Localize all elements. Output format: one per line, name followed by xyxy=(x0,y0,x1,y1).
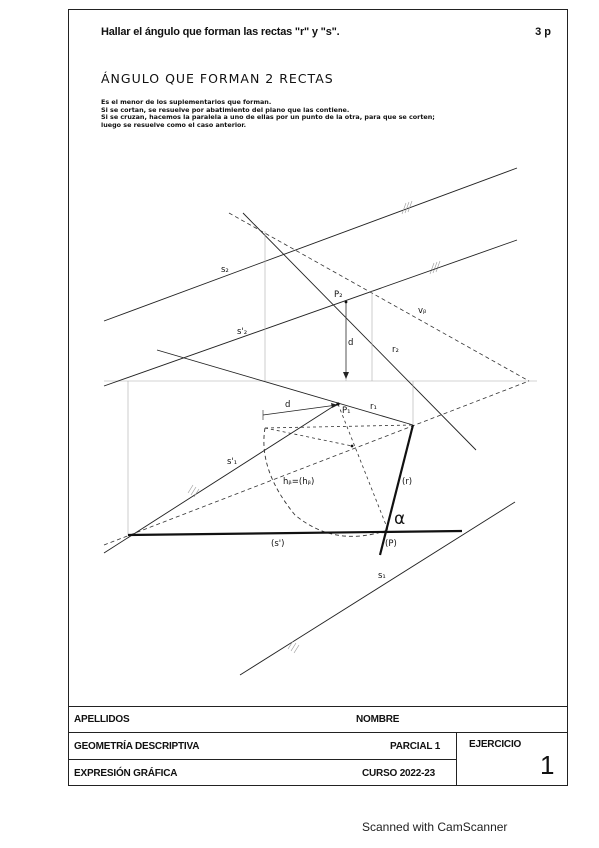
label-alpha: α xyxy=(394,509,405,529)
line-r2 xyxy=(242,212,477,451)
divider xyxy=(456,732,457,786)
line-r-rabatted xyxy=(378,424,415,556)
arrow-head xyxy=(331,403,338,408)
label-s2-prime: s'₂ xyxy=(237,327,247,337)
label-P-rabatted: (P) xyxy=(385,539,397,549)
label-r1: r₁ xyxy=(370,402,377,412)
line-s2 xyxy=(103,167,518,322)
label-s-rabatted: (s') xyxy=(271,539,284,549)
label-hp: hᵦ=(hᵦ) xyxy=(283,477,314,487)
field-apellidos: APELLIDOS xyxy=(74,714,130,725)
arrow-head xyxy=(343,372,349,379)
tick-marks xyxy=(401,200,441,275)
field-area: EXPRESIÓN GRÁFICA xyxy=(74,768,178,779)
field-parcial: PARCIAL 1 xyxy=(390,741,441,752)
line-r1 xyxy=(156,349,414,426)
section-title: ÁNGULO QUE FORMAN 2 RECTAS xyxy=(101,71,334,86)
point-P2 xyxy=(344,300,348,304)
field-ejercicio-label: EJERCICIO xyxy=(469,739,522,750)
label-d-vertical: d xyxy=(348,338,353,348)
field-nombre: NOMBRE xyxy=(356,714,400,725)
exercise-number: 1 xyxy=(540,750,555,780)
title-block: APELLIDOS NOMBRE GEOMETRÍA DESCRIPTIVA P… xyxy=(68,706,568,786)
point-P1 xyxy=(336,402,340,406)
description-line: Si se cortan, se resuelve por abatimient… xyxy=(101,105,350,114)
plane-vertical-trace xyxy=(228,212,530,382)
description-line: Es el menor de los suplementarios que fo… xyxy=(101,98,272,106)
row-names: APELLIDOS NOMBRE xyxy=(68,706,568,732)
line-s-rabatted xyxy=(127,529,463,537)
dimension-d-horizontal xyxy=(262,404,338,416)
row-subject: GEOMETRÍA DESCRIPTIVA PARCIAL 1 EJERCICI… xyxy=(68,732,568,758)
line-s1 xyxy=(239,501,516,676)
exercise-sheet: Hallar el ángulo que forman las rectas "… xyxy=(68,9,568,786)
line-s2-prime xyxy=(103,239,518,387)
label-s1-prime: s'₁ xyxy=(227,457,237,467)
plane-horizontal-trace xyxy=(103,380,530,546)
line-s1-prime xyxy=(103,403,338,554)
construction-line xyxy=(264,424,414,429)
label-vp: vᵦ xyxy=(418,306,427,316)
label-s2: s₂ xyxy=(221,265,229,275)
construction-line xyxy=(264,427,353,447)
tick-marks xyxy=(187,484,300,654)
description-line: luego se resuelve como el caso anterior. xyxy=(101,120,247,129)
label-r2: r₂ xyxy=(392,345,399,355)
exercise-points: 3 p xyxy=(535,26,551,38)
label-r-rabatted: (r) xyxy=(402,477,412,487)
construction-line xyxy=(337,403,389,531)
label-s1: s₁ xyxy=(378,571,386,581)
exercise-statement: Hallar el ángulo que forman las rectas "… xyxy=(101,26,340,38)
description-line: Si se cruzan, hacemos la paralela a uno … xyxy=(101,113,435,122)
field-subject: GEOMETRÍA DESCRIPTIVA xyxy=(74,741,200,752)
label-d-horizontal: d xyxy=(285,400,290,410)
rotation-arc xyxy=(263,427,389,537)
row-course: EXPRESIÓN GRÁFICA CURSO 2022-23 xyxy=(68,759,456,785)
label-P2: P₂ xyxy=(334,290,343,300)
field-curso: CURSO 2022-23 xyxy=(362,768,435,779)
label-P1: P₁ xyxy=(342,406,351,416)
scanner-watermark: Scanned with CamScanner xyxy=(362,820,508,834)
point-aux xyxy=(350,444,354,448)
theory-description: Es el menor de los suplementarios que fo… xyxy=(101,98,435,129)
